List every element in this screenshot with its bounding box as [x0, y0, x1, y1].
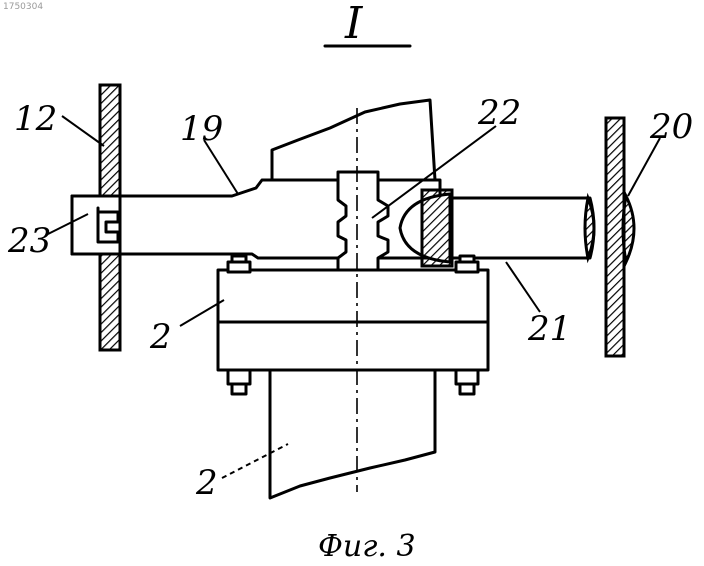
- bolt-tip-bottom-left: [232, 384, 246, 394]
- end-block-23: [72, 196, 120, 254]
- right-wall-20: [606, 118, 624, 356]
- view-label: I: [325, 0, 410, 49]
- figure-caption: Фиг. 3: [318, 529, 416, 564]
- rod-tip-cap: [623, 196, 634, 262]
- view-label-text: I: [344, 0, 364, 49]
- label-21: 21: [527, 309, 571, 349]
- bolt-nut-bottom-right: [456, 370, 478, 384]
- lower-shaft-body: [270, 370, 435, 498]
- rod-21: [452, 198, 594, 258]
- bolt-tip-top-left: [232, 256, 246, 262]
- leader-21: [506, 262, 540, 312]
- label-12: 12: [14, 99, 57, 139]
- bolt-tip-top-right: [460, 256, 474, 262]
- bolt-tip-bottom-right: [460, 384, 474, 394]
- label-22: 22: [477, 93, 521, 133]
- label-20: 20: [649, 107, 693, 147]
- leader-12: [62, 116, 104, 146]
- label-2-shaft: 2: [195, 463, 218, 503]
- flange-2: [218, 270, 488, 370]
- label-23: 23: [7, 221, 51, 261]
- seat-bearing: [422, 190, 452, 266]
- label-19: 19: [180, 109, 223, 149]
- bolt-nut-bottom-left: [228, 370, 250, 384]
- document-id: 1750304: [3, 2, 43, 12]
- label-2-flange: 2: [149, 317, 172, 357]
- upper-shaft-body: [272, 100, 435, 180]
